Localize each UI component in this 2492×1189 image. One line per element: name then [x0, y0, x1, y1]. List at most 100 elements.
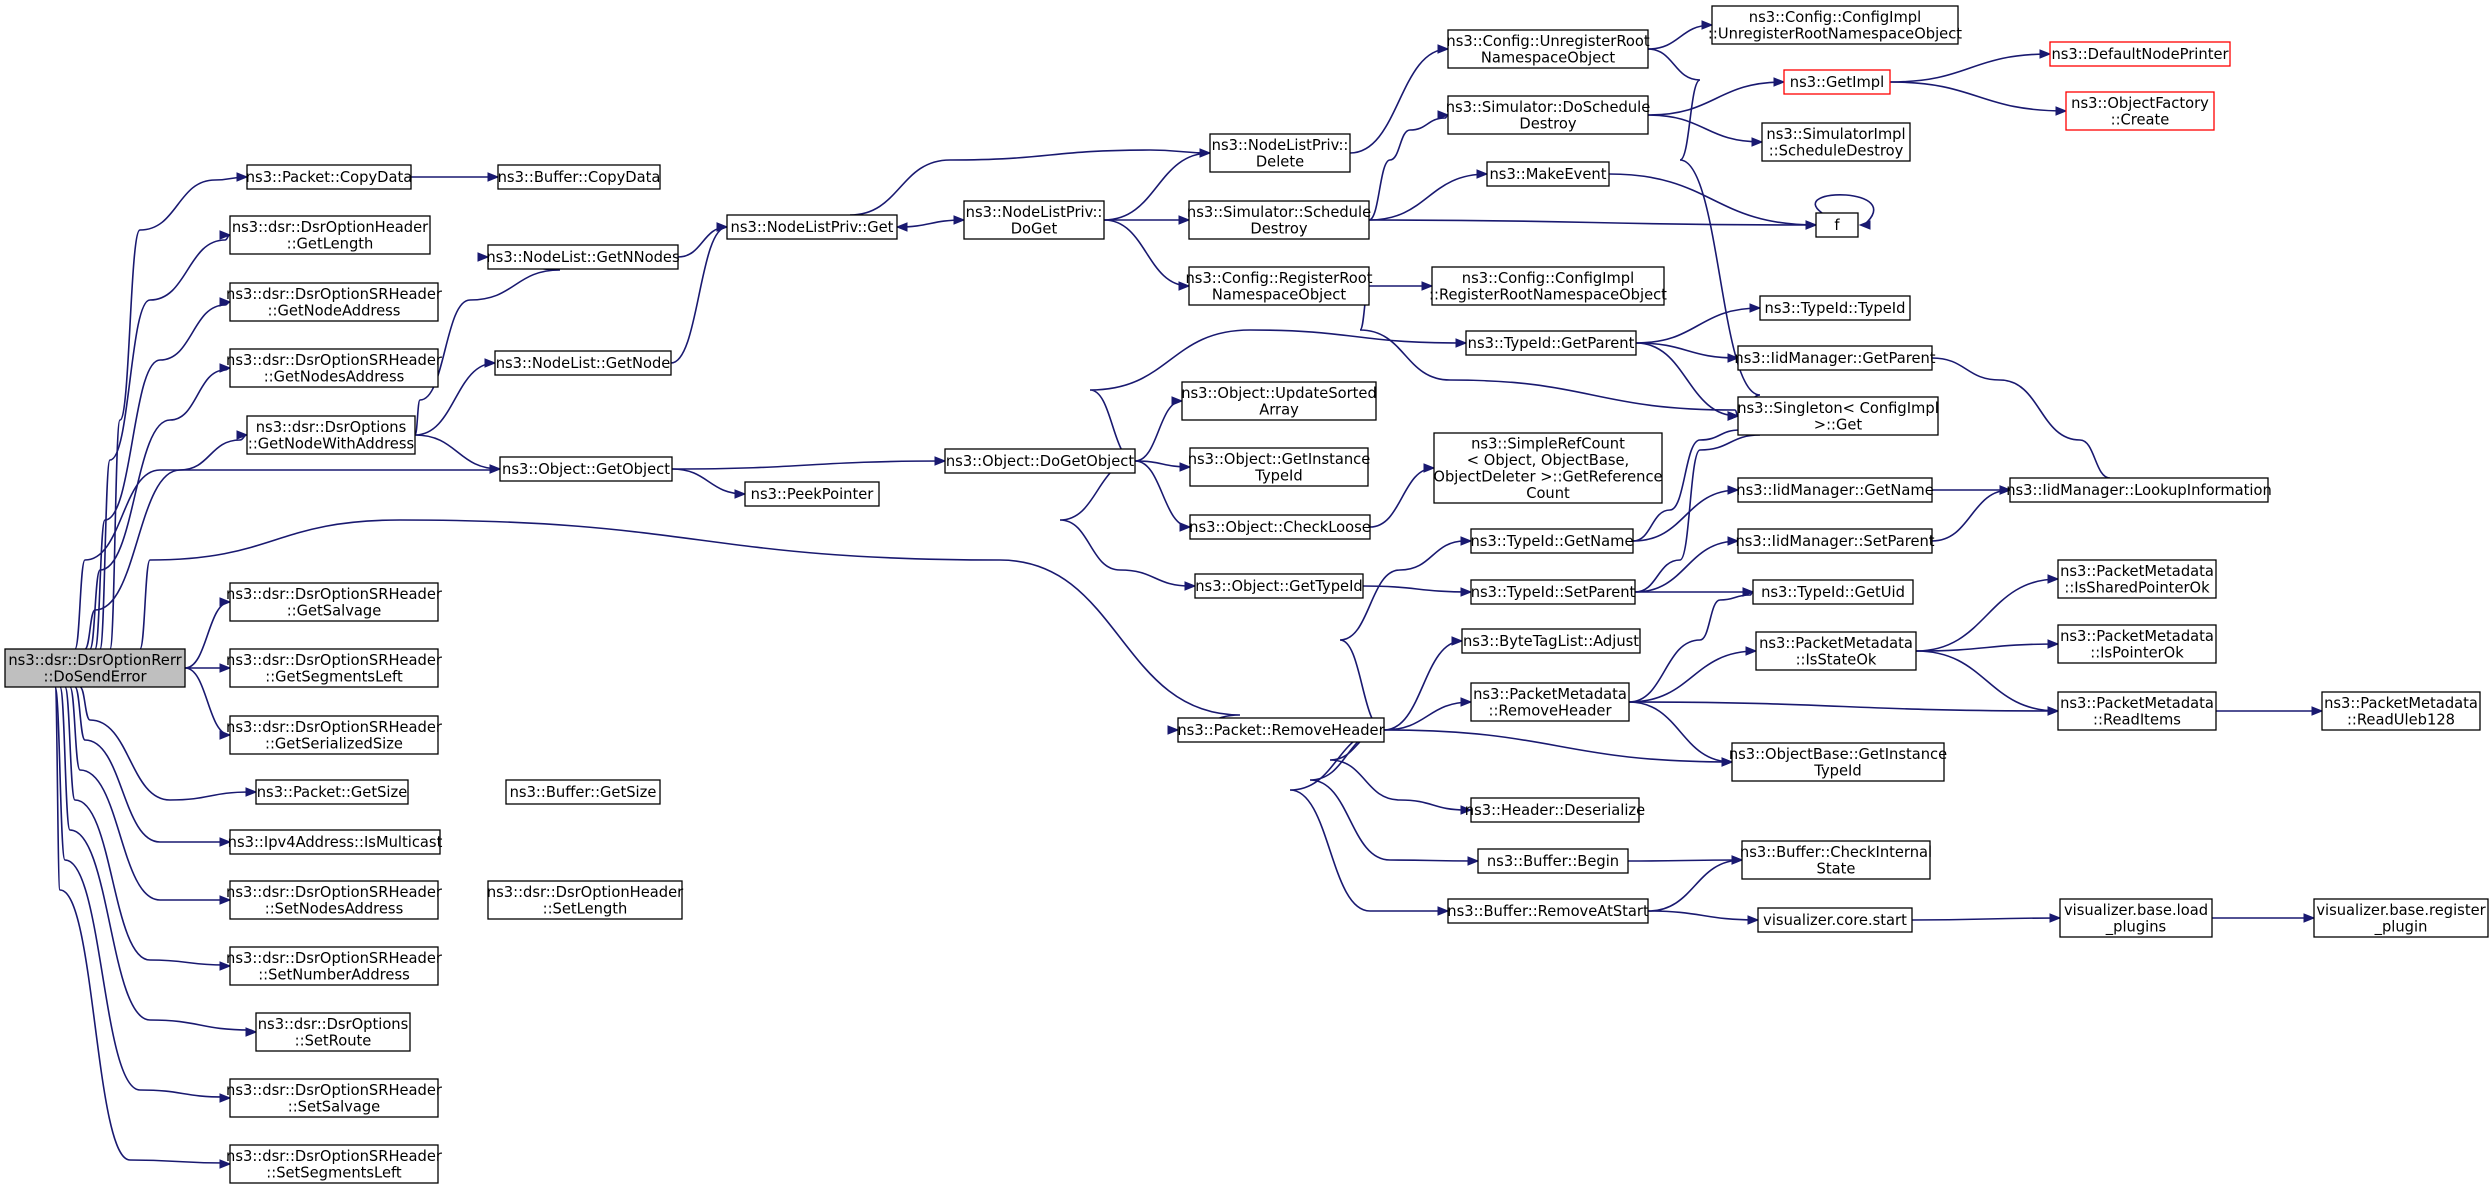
node-srgetsalvage[interactable]: ns3::dsr::DsrOptionSRHeader::GetSalvage [226, 582, 443, 622]
node-peekpointer[interactable]: ns3::PeekPointer [744, 481, 880, 507]
node-iidsetparent[interactable]: ns3::IidManager::SetParent [1735, 528, 1935, 554]
node-iidgetparent[interactable]: ns3::IidManager::GetParent [1734, 345, 1936, 371]
edge-root-to-srsetsalvage [54, 686, 232, 1103]
node-srgetnodeaddress[interactable]: ns3::dsr::DsrOptionSRHeader::GetNodeAddr… [226, 282, 443, 322]
node-simimplschedule[interactable]: ns3::SimulatorImpl::ScheduleDestroy [1761, 122, 1911, 162]
edge-root-to-setroute [59, 686, 258, 1037]
node-tidsetparent[interactable]: ns3::TypeId::SetParent [1470, 579, 1636, 605]
node-tidgetparent[interactable]: ns3::TypeId::GetParent [1465, 330, 1637, 356]
node-srgetnodesaddress[interactable]: ns3::dsr::DsrOptionSRHeader::GetNodesAdd… [226, 348, 443, 388]
node-label-line: ::IsSharedPointerOk [2064, 579, 2210, 596]
node-vizregister[interactable]: visualizer.base.register_plugin [2313, 898, 2489, 938]
node-setroute[interactable]: ns3::dsr::DsrOptions::SetRoute [255, 1012, 411, 1052]
node-btladjust[interactable]: ns3::ByteTagList::Adjust [1461, 628, 1641, 654]
node-unregisterroot[interactable]: ns3::Config::UnregisterRootNamespaceObje… [1446, 29, 1650, 69]
node-removeheader[interactable]: ns3::Packet::RemoveHeader [1177, 717, 1386, 743]
node-srsetsalvage[interactable]: ns3::dsr::DsrOptionSRHeader::SetSalvage [226, 1078, 443, 1118]
arrowhead [1460, 536, 1473, 546]
node-schedule[interactable]: ns3::Simulator::ScheduleDestroy [1187, 200, 1371, 240]
node-dogetobject[interactable]: ns3::Object::DoGetObject [944, 448, 1136, 474]
node-getobject[interactable]: ns3::Object::GetObject [499, 456, 673, 482]
node-nlgetnode[interactable]: ns3::NodeList::GetNode [494, 350, 672, 376]
node-srgetserializedsize[interactable]: ns3::dsr::DsrOptionSRHeader::GetSerializ… [226, 715, 443, 755]
node-box [1711, 5, 1959, 45]
arrowhead [1749, 303, 1762, 313]
arrowhead [219, 297, 232, 307]
node-objectfactory[interactable]: ns3::ObjectFactory::Create [2065, 91, 2215, 131]
node-hdrdeserialize[interactable]: ns3::Header::Deserialize [1465, 797, 1645, 823]
edge-vizloadplugins-to-vizregister [2212, 913, 2316, 923]
node-simplerefcount[interactable]: ns3::SimpleRefCount< Object, ObjectBase,… [1433, 432, 1663, 504]
edge-root-to-srsetsegmentsleft [54, 686, 232, 1169]
node-bufcopydata[interactable]: ns3::Buffer::CopyData [497, 164, 661, 190]
node-pmisptr[interactable]: ns3::PacketMetadata::IsPointerOk [2057, 624, 2217, 664]
edge-root-to-ismulticast [74, 686, 232, 847]
arrowhead [1460, 805, 1473, 815]
node-srsetnodesaddress[interactable]: ns3::dsr::DsrOptionSRHeader::SetNodesAdd… [226, 880, 443, 920]
node-srsetsegmentsleft[interactable]: ns3::dsr::DsrOptionSRHeader::SetSegments… [226, 1144, 443, 1184]
edge-line [1339, 540, 1471, 731]
node-box [1433, 432, 1663, 504]
node-checkloose[interactable]: ns3::Object::CheckLoose [1189, 514, 1371, 540]
node-bufremoveatstart[interactable]: ns3::Buffer::RemoveAtStart [1447, 898, 1649, 924]
node-srsetnumberaddress[interactable]: ns3::dsr::DsrOptionSRHeader::SetNumberAd… [226, 946, 443, 986]
node-nlgetnnodes[interactable]: ns3::NodeList::GetNNodes [486, 244, 680, 270]
node-vizcorestart[interactable]: visualizer.core.start [1757, 907, 1913, 933]
node-iidgetname[interactable]: ns3::IidManager::GetName [1736, 477, 1934, 503]
node-box [1189, 514, 1371, 540]
edge-line [1368, 114, 1449, 221]
node-nlpdoget[interactable]: ns3::NodeListPriv::DoGet [963, 200, 1105, 240]
node-vizloadplugins[interactable]: visualizer.base.load_plugins [2059, 898, 2213, 938]
node-nlpget[interactable]: ns3::NodeListPriv::Get [726, 214, 898, 240]
node-getnodewithaddress[interactable]: ns3::dsr::DsrOptions::GetNodeWithAddress [246, 415, 416, 455]
node-label-line: ns3::dsr::DsrOptionSRHeader [226, 652, 443, 669]
node-pmreaduleb[interactable]: ns3::PacketMetadata::ReadUleb128 [2321, 691, 2481, 731]
node-pmisstateok[interactable]: ns3::PacketMetadata::IsStateOk [1755, 631, 1917, 671]
node-bufbegin[interactable]: ns3::Buffer::Begin [1477, 848, 1629, 874]
node-label-line: State [1817, 860, 1856, 877]
edge-line [1647, 910, 1759, 921]
node-box [1783, 69, 1891, 95]
node-pktgetsize[interactable]: ns3::Packet::GetSize [255, 779, 409, 805]
node-srgetsegmentsleft[interactable]: ns3::dsr::DsrOptionSRHeader::GetSegments… [226, 648, 443, 688]
node-root[interactable]: ns3::dsr::DsrOptionRerr::DoSendError [4, 648, 186, 688]
node-getimpl[interactable]: ns3::GetImpl [1783, 69, 1891, 95]
node-box [2059, 898, 2213, 938]
arrowhead [1455, 338, 1468, 348]
node-label-line: Destroy [1519, 115, 1576, 132]
node-label-line: ns3::Config::ConfigImpl [1462, 270, 1634, 287]
node-tidtypeid[interactable]: ns3::TypeId::TypeId [1759, 295, 1911, 321]
arrowhead [1437, 906, 1450, 916]
node-singleton[interactable]: ns3::Singleton< ConfigImpl >::Get [1737, 396, 1939, 436]
node-makeevent[interactable]: ns3::MakeEvent [1486, 161, 1610, 187]
node-bufgetsize[interactable]: ns3::Buffer::GetSize [505, 779, 661, 805]
node-box [229, 648, 439, 688]
node-tidgetuid[interactable]: ns3::TypeId::GetUid [1752, 579, 1914, 605]
edge-line [1349, 48, 1449, 154]
node-implregisterroot[interactable]: ns3::Config::ConfigImpl::RegisterRootNam… [1429, 266, 1667, 306]
node-gettypeid[interactable]: ns3::Object::GetTypeId [1194, 573, 1364, 599]
node-f[interactable]: f [1815, 212, 1859, 238]
arrowhead [236, 172, 249, 182]
node-label-line: ::SetLength [543, 900, 628, 917]
node-pmremoveheader[interactable]: ns3::PacketMetadata::RemoveHeader [1470, 682, 1630, 722]
node-defaultnodeprinter[interactable]: ns3::DefaultNodePrinter [2049, 41, 2231, 67]
node-pmissharedptr[interactable]: ns3::PacketMetadata::IsSharedPointerOk [2057, 559, 2217, 599]
node-tidgetname[interactable]: ns3::TypeId::GetName [1470, 528, 1634, 554]
node-ismulticast[interactable]: ns3::Ipv4Address::IsMulticast [228, 829, 443, 855]
node-registerroot[interactable]: ns3::Config::RegisterRootNamespaceObject [1186, 266, 1373, 306]
node-ohsetlength[interactable]: ns3::dsr::DsrOptionHeader::SetLength [487, 880, 684, 920]
node-box [1737, 477, 1933, 503]
node-lookupinfo[interactable]: ns3::IidManager::LookupInformation [2006, 477, 2272, 503]
node-nlpdelete[interactable]: ns3::NodeListPriv::Delete [1209, 133, 1351, 173]
node-pmreaditems[interactable]: ns3::PacketMetadata::ReadItems [2057, 691, 2217, 731]
arrowhead [1999, 485, 2012, 495]
node-implunregister[interactable]: ns3::Config::ConfigImpl::UnregisterRootN… [1708, 5, 1962, 45]
node-ohgetlength[interactable]: ns3::dsr::DsrOptionHeader::GetLength [229, 215, 431, 255]
node-copydata[interactable]: ns3::Packet::CopyData [246, 164, 412, 190]
